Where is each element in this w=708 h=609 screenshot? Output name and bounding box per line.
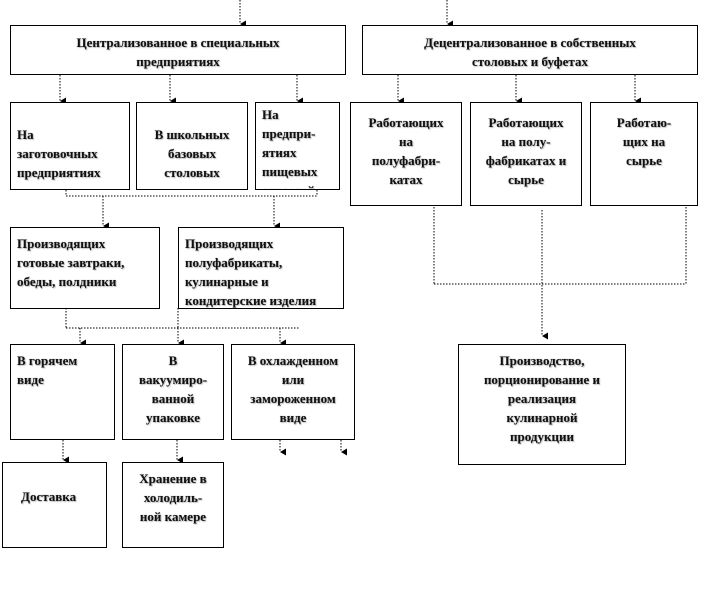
box-centralized: Централизованное в специальных предприят… [10, 25, 346, 75]
box-production: Производство, порционирование и реализац… [458, 344, 626, 465]
box-storage: Хранение в холодиль- ной камере [122, 462, 224, 548]
box-zagotovochnye: На заготовочных предприятиях [10, 102, 130, 190]
producer-ready-meals-text: Производящих готовые завтраки, обеды, по… [17, 236, 125, 289]
pishchevye-text: На предпри- ятиях пищевых отраслей [262, 107, 318, 189]
vacuum-text: В вакуумиро- ванной упаковке [138, 353, 208, 425]
box-producer-ready-meals: Производящих готовые завтраки, обеды, по… [10, 227, 160, 309]
delivery-text: Доставка [21, 489, 77, 504]
production-text: Производство, порционирование и реализац… [483, 353, 601, 444]
shkolnye-text: В школьных базовых столовых [154, 127, 230, 180]
box-polufabrikaty: Работающих на полуфабри- катах [350, 102, 462, 206]
box-chilled-frozen: В охлажденном или замороженном виде [231, 344, 355, 440]
producer-semi-text: Производящих полуфабрикаты, кулинарные и… [185, 236, 317, 308]
box-delivery: Доставка [2, 462, 107, 548]
syrye-text: Работаю- щих на сырье [616, 115, 672, 168]
box-vacuum: В вакуумиро- ванной упаковке [122, 344, 224, 440]
polufabrikaty-text: Работающих на полуфабри- катах [368, 115, 444, 187]
zagotovochnye-text: На заготовочных предприятиях [17, 127, 101, 180]
box-pishchevye: На предпри- ятиях пищевых отраслей [255, 102, 340, 190]
box-decentralized: Децентрализованное в собственных столовы… [362, 25, 698, 75]
decentralized-text: Децентрализованное в собственных столовы… [424, 35, 636, 69]
centralized-text: Централизованное в специальных предприят… [76, 35, 280, 69]
box-hot: В горячем виде [10, 344, 115, 440]
storage-text: Хранение в холодиль- ной камере [139, 471, 207, 524]
box-syrye: Работаю- щих на сырье [590, 102, 698, 206]
chilled-frozen-text: В охлажденном или замороженном виде [247, 353, 339, 425]
box-shkolnye: В школьных базовых столовых [136, 102, 248, 190]
box-polufabrikaty-syrye: Работающих на полу- фабрикатах и сырье [470, 102, 582, 206]
hot-text: В горячем виде [17, 353, 78, 387]
polufabrikaty-syrye-text: Работающих на полу- фабрикатах и сырье [485, 115, 567, 187]
box-producer-semi: Производящих полуфабрикаты, кулинарные и… [178, 227, 344, 309]
